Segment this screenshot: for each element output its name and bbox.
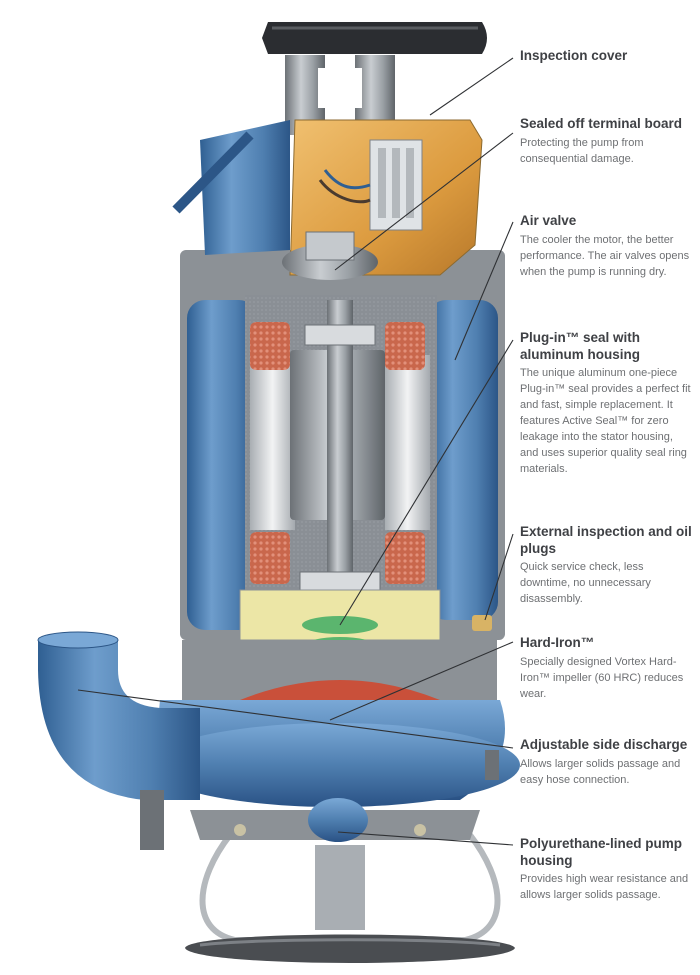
callout-body: Protecting the pump from consequential d… <box>520 136 644 165</box>
callout-body: Quick service check, less downtime, no u… <box>520 561 651 605</box>
callout-title: Adjustable side discharge <box>520 737 688 752</box>
pump-housing <box>150 700 520 842</box>
motor-housing <box>180 250 505 720</box>
leader-terminal-board <box>334 132 514 271</box>
callout-title: Sealed off terminal board <box>520 116 683 131</box>
callout-title: Polyurethane-lined pump housing <box>520 836 683 868</box>
callout-leader-lines <box>77 57 514 846</box>
callout-body: The unique aluminum one-piece Plug-in™ s… <box>520 367 691 475</box>
terminal-compartment <box>172 119 483 280</box>
callout-air-valve: Air valve The cooler the motor, the bett… <box>520 213 692 280</box>
callout-hard-iron: Hard-Iron™ Specially designed Vortex Har… <box>520 635 692 702</box>
callout-housing: Polyurethane-lined pump housing Provides… <box>520 836 692 903</box>
callout-body: Specially designed Vortex Hard-Iron™ imp… <box>520 655 684 700</box>
callout-title: Inspection cover <box>520 48 628 63</box>
leader-plug-in-seal <box>339 339 514 626</box>
leader-housing <box>337 831 514 846</box>
callout-plug-in-seal: Plug-in™ seal with aluminum housing The … <box>520 330 692 477</box>
callout-title: Plug-in™ seal with aluminum housing <box>520 330 641 362</box>
callout-body: Provides high wear resistance and allows… <box>520 873 689 901</box>
callout-title: Air valve <box>520 213 577 228</box>
callout-body: Allows larger solids passage and easy ho… <box>520 757 681 786</box>
leader-hard-iron <box>329 641 514 721</box>
leader-inspection-plugs <box>484 533 514 621</box>
callout-inspection-plugs: External inspection and oil plugs Quick … <box>520 524 692 607</box>
callout-side-discharge: Adjustable side discharge Allows larger … <box>520 737 692 788</box>
callout-terminal-board: Sealed off terminal board Protecting the… <box>520 116 692 167</box>
callout-body: The cooler the motor, the better perform… <box>520 233 690 278</box>
pump-stand <box>185 833 515 963</box>
callout-title: External inspection and oil plugs <box>520 524 692 556</box>
callout-inspection-cover: Inspection cover <box>520 48 692 65</box>
leader-side-discharge <box>77 689 514 749</box>
side-discharge-pipe <box>37 631 200 850</box>
callout-title: Hard-Iron™ <box>520 635 595 650</box>
leader-inspection-cover <box>429 57 514 116</box>
leader-air-valve <box>454 221 514 361</box>
lifting-handle <box>262 22 487 135</box>
